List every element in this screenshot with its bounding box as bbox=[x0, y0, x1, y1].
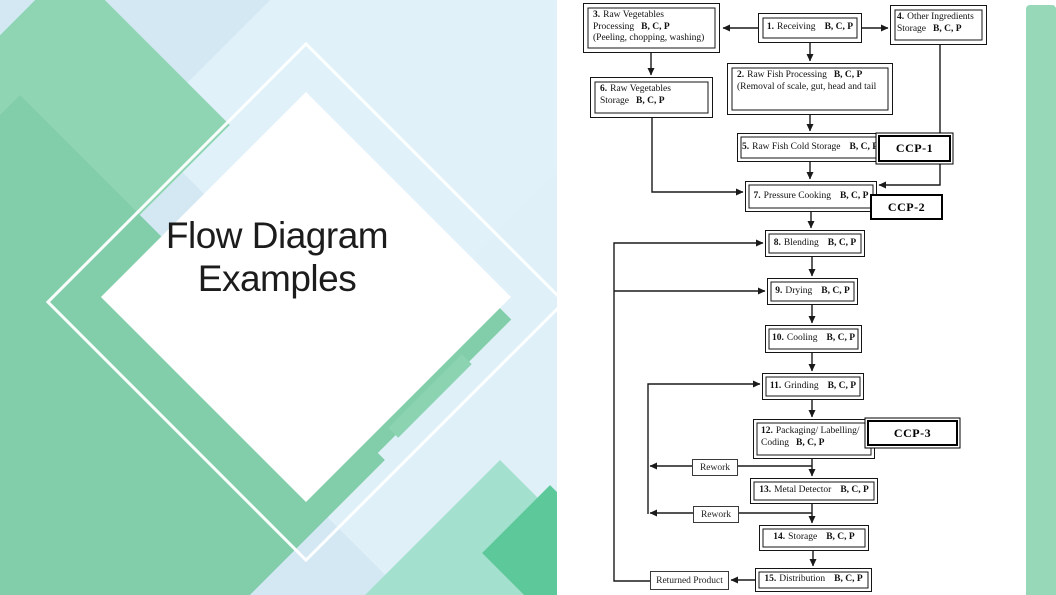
step-name: Raw Fish Processing bbox=[747, 70, 827, 80]
step-number: 5. bbox=[741, 141, 750, 152]
step-name: Grinding bbox=[784, 380, 819, 391]
step-number: 4. bbox=[897, 12, 905, 22]
flow-step-10-box: 10.Cooling B, C, P bbox=[765, 325, 862, 353]
step-number: 1. bbox=[766, 22, 775, 33]
step-name: Drying bbox=[785, 285, 813, 296]
step-hazards: B, C, P bbox=[827, 380, 857, 391]
flow-step-9-box: 9.Drying B, C, P bbox=[767, 278, 858, 305]
step-hazards: B, C, P bbox=[933, 23, 962, 34]
step-name: Blending bbox=[783, 237, 819, 248]
step-name: Other Ingredients Storage bbox=[897, 12, 974, 34]
step-number: 11. bbox=[769, 380, 782, 391]
step-number: 7. bbox=[753, 190, 761, 201]
step-hazards: B, C, P bbox=[795, 437, 825, 448]
step-name: Distribution bbox=[779, 574, 826, 585]
slide-title-line-2: Examples bbox=[197, 258, 357, 299]
step-name: Storage bbox=[788, 532, 818, 543]
flow-step-2-box: 2.Raw Fish Processing B, C, P (Removal of… bbox=[727, 63, 893, 115]
step-hazards: B, C, P bbox=[840, 485, 869, 496]
rework-box-1: Rework bbox=[692, 459, 738, 476]
step-hazards: B, C, P bbox=[824, 22, 854, 33]
step-hazards: B, C, P bbox=[827, 237, 857, 248]
ccp3-box: CCP-3 bbox=[867, 420, 958, 446]
step-hazards: B, C, P bbox=[849, 141, 879, 152]
step-hazards: B, C, P bbox=[826, 532, 855, 543]
step-hazards: B, C, P bbox=[641, 21, 670, 32]
step-number: 9. bbox=[775, 285, 783, 296]
step-hazards: B, C, P bbox=[636, 95, 665, 106]
step-name: Packaging/ Labelling/ Coding bbox=[761, 426, 860, 448]
step-number: 2. bbox=[737, 70, 745, 80]
flow-step-13-box: 13.Metal Detector B, C, P bbox=[750, 478, 878, 504]
step-hazards: B, C, P bbox=[826, 333, 856, 344]
step-number: 6. bbox=[600, 84, 608, 94]
flow-step-8-box: 8.Blending B, C, P bbox=[765, 230, 865, 257]
step-hazards: B, C, P bbox=[833, 70, 863, 80]
step-detail: (Removal of scale, gut, head and tail bbox=[737, 81, 877, 92]
step-name: Pressure Cooking bbox=[763, 190, 831, 201]
title-panel: Flow Diagram Examples bbox=[0, 0, 557, 595]
step-name: Raw Fish Cold Storage bbox=[752, 141, 841, 152]
step-name: Raw Vegetables Storage bbox=[600, 84, 671, 106]
step-number: 8. bbox=[773, 237, 781, 248]
returned-product-box: Returned Product bbox=[650, 571, 729, 590]
step-number: 14. bbox=[773, 532, 786, 543]
flow-step-11-box: 11.Grinding B, C, P bbox=[762, 373, 864, 400]
flow-step-1-box: 1.Receiving B, C, P bbox=[758, 13, 862, 43]
step-detail: (Peeling, chopping, washing) bbox=[593, 33, 705, 43]
step-hazards: B, C, P bbox=[821, 285, 850, 296]
step-number: 13. bbox=[759, 485, 772, 496]
step-number: 3. bbox=[593, 10, 601, 20]
step-hazards: B, C, P bbox=[834, 574, 863, 585]
step-number: 12. bbox=[761, 426, 773, 436]
ccp1-box: CCP-1 bbox=[878, 135, 951, 162]
rework-box-2: Rework bbox=[693, 506, 739, 523]
green-accent-strip bbox=[1026, 5, 1056, 595]
step-name: Cooling bbox=[786, 333, 818, 344]
flow-step-15-box: 15.Distribution B, C, P bbox=[755, 568, 872, 592]
step-name: Receiving bbox=[777, 22, 816, 33]
flow-step-14-box: 14.Storage B, C, P bbox=[759, 525, 869, 551]
slide-title: Flow Diagram Examples bbox=[86, 214, 468, 300]
flow-step-5-box: 5.Raw Fish Cold Storage B, C, P bbox=[737, 133, 883, 162]
step-number: 15. bbox=[764, 574, 777, 585]
flow-step-7-box: 7.Pressure Cooking B, C, P bbox=[745, 181, 877, 212]
step-name: Raw Vegetables Processing bbox=[593, 10, 664, 32]
step-hazards: B, C, P bbox=[839, 190, 869, 201]
step-name: Metal Detector bbox=[774, 485, 832, 496]
slide-title-line-1: Flow Diagram bbox=[165, 215, 389, 256]
ccp2-box: CCP-2 bbox=[870, 194, 943, 220]
step-number: 10. bbox=[772, 333, 784, 344]
